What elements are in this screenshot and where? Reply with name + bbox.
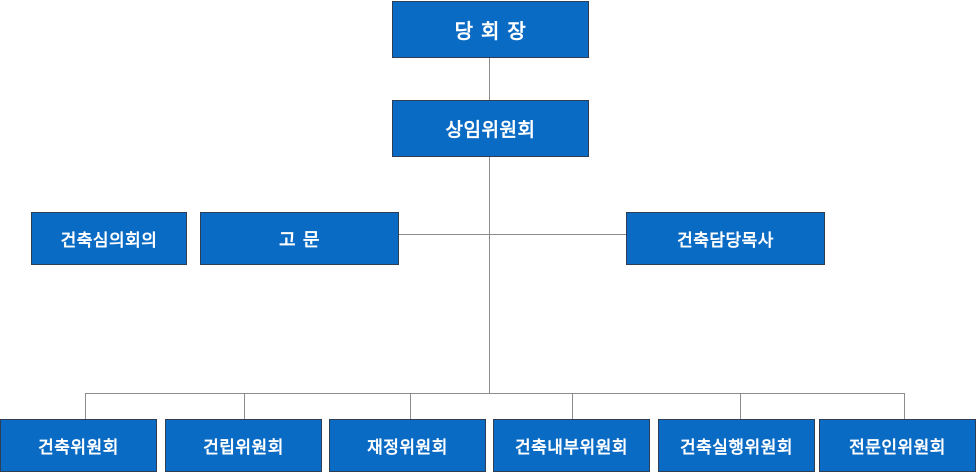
- committee-label: 건축위원회: [38, 438, 119, 458]
- committee-box-execution: 건축실행위원회: [658, 419, 815, 472]
- committee-label: 건립위원회: [203, 438, 284, 458]
- advisor-box: 고 문: [200, 212, 399, 265]
- chairman-label: 당 회 장: [454, 19, 527, 43]
- committee-label: 전문인위원회: [849, 438, 946, 458]
- advisor-label: 고 문: [279, 229, 320, 251]
- advisory-council-box: 건축심의회의: [31, 212, 187, 265]
- committee-box-building: 건축위원회: [0, 419, 157, 472]
- committee-box-interior: 건축내부위원회: [493, 419, 650, 472]
- building-pastor-box: 건축담당목사: [626, 212, 825, 265]
- committee-box-finance: 재정위원회: [329, 419, 486, 472]
- committee-box-construction: 건립위원회: [165, 419, 322, 472]
- committee-box-professional: 전문인위원회: [819, 419, 976, 472]
- committee-label: 건축내부위원회: [515, 438, 628, 458]
- chairman-box: 당 회 장: [392, 1, 589, 58]
- committee-label: 재정위원회: [367, 438, 448, 458]
- standing-committee-label: 상임위원회: [445, 119, 536, 141]
- standing-committee-box: 상임위원회: [392, 100, 589, 157]
- building-pastor-label: 건축담당목사: [677, 231, 774, 251]
- advisory-council-label: 건축심의회의: [60, 231, 158, 251]
- committee-label: 건축실행위원회: [680, 438, 793, 458]
